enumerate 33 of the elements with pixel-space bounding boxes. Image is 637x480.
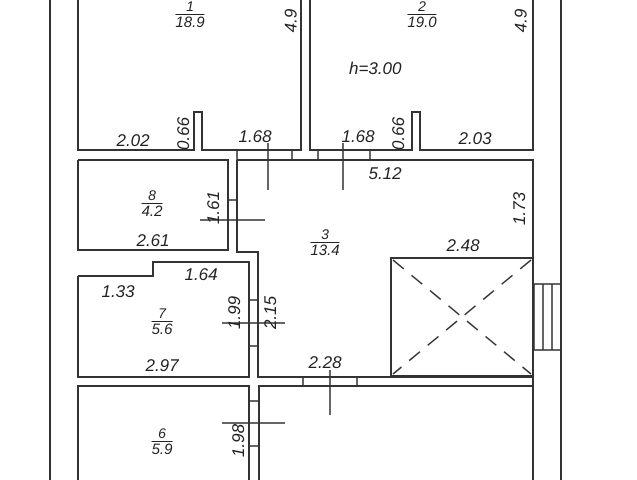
dimension-label: 1.61 (204, 190, 222, 224)
dimension-label: 4.9 (512, 8, 530, 32)
room-number: 3 (310, 227, 340, 243)
dimension-label: 5.12 (368, 164, 402, 182)
dimension-label: 1.68 (238, 128, 272, 144)
dimension-label: 1.99 (226, 295, 243, 329)
dimension-label: 1.64 (184, 266, 218, 282)
dimension-label: 0.66 (174, 116, 192, 150)
ceiling-height-label: h=3.00 (349, 60, 402, 76)
dimension-label: 1.98 (230, 423, 247, 457)
room-number: 8 (142, 188, 162, 204)
dimension-label: 0.66 (390, 116, 407, 150)
room-area: 5.9 (152, 442, 172, 458)
dimension-label: 2.28 (308, 354, 342, 370)
room-area: 5.6 (152, 322, 172, 338)
room-number: 7 (152, 306, 172, 322)
dimension-label: 2.03 (458, 130, 492, 146)
room-area: 18.9 (175, 14, 205, 30)
dimension-label: 2.61 (136, 232, 170, 248)
dimension-label: 2.02 (116, 132, 150, 148)
dimension-label: 2.48 (446, 236, 480, 254)
room-area: 4.2 (142, 204, 162, 220)
dimension-label: 4.9 (282, 8, 300, 32)
dimension-label: 1.33 (102, 282, 135, 300)
room-area: 19.0 (407, 14, 437, 30)
room-area: 13.4 (310, 242, 340, 258)
room-number: 2 (407, 0, 437, 15)
dimension-label: 1.68 (342, 128, 375, 144)
dimension-label: 2.15 (262, 295, 279, 329)
dimension-label: 2.97 (146, 356, 179, 374)
room-number: 1 (175, 0, 205, 15)
room-number: 6 (152, 426, 172, 442)
dimension-label: 1.73 (510, 191, 528, 225)
